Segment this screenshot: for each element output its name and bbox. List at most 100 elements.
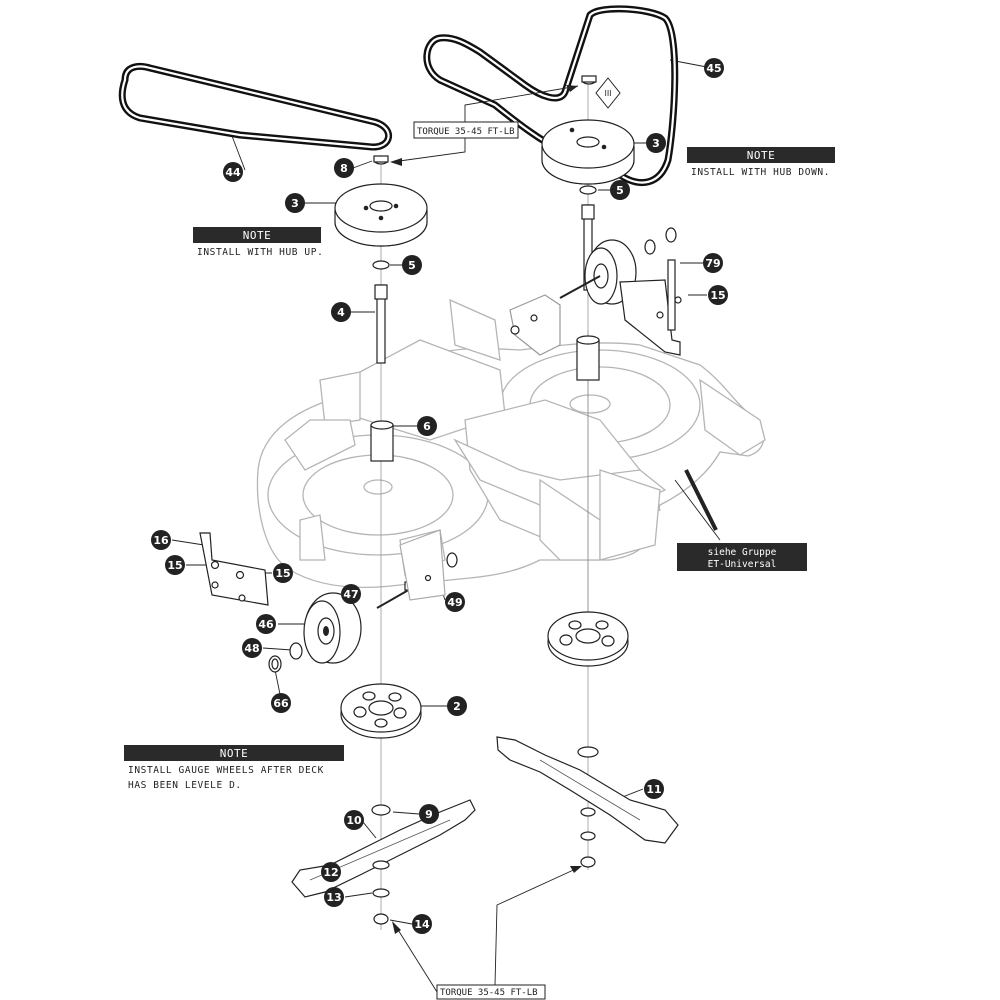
callout-5-right-label: 5 <box>616 184 624 197</box>
callout-2-label: 2 <box>453 700 461 713</box>
callout-44: 44 <box>223 162 243 182</box>
callout-14-label: 14 <box>414 918 430 931</box>
note-hub-up-text: INSTALL WITH HUB UP. <box>197 247 323 258</box>
callout-47-label: 47 <box>343 588 358 601</box>
spindle-shaft-right <box>581 204 595 291</box>
note-gauge-wheels: NOTE INSTALL GAUGE WHEELS AFTER DECK HAS… <box>124 745 344 791</box>
callout-4-label: 4 <box>337 306 345 319</box>
callout-15-left: 15 <box>165 555 185 575</box>
note-hub-down-heading: NOTE <box>747 149 776 162</box>
callout-6: 6 <box>417 416 437 436</box>
callout-46: 46 <box>256 614 276 634</box>
callout-10: 10 <box>344 810 364 830</box>
callout-3-right-label: 3 <box>652 137 660 150</box>
callout-15-upper: 15 <box>708 285 728 305</box>
callout-47: 47 <box>341 584 361 604</box>
note-gauge-line-1: INSTALL GAUGE WHEELS AFTER DECK <box>128 765 324 776</box>
callout-5-right: 5 <box>610 180 630 200</box>
hardware-right-stack <box>580 807 596 868</box>
bracket-16 <box>199 532 269 606</box>
callout-15-left-label: 15 <box>167 559 182 572</box>
callout-14: 14 <box>412 914 432 934</box>
washer-13 <box>372 888 390 898</box>
torque-text-top: TORQUE 35-45 FT-LB <box>417 127 515 137</box>
callout-5-left-label: 5 <box>408 259 416 272</box>
torque-label-bottom: TORQUE 35-45 FT-LB <box>392 866 582 1000</box>
callout-12-label: 12 <box>323 866 338 879</box>
bracket-49 <box>399 529 458 601</box>
callout-66: 66 <box>271 693 291 713</box>
callouts: 44 45 8 3 3 5 5 4 79 15 6 16 15 15 47 49… <box>151 58 728 934</box>
callout-13-label: 13 <box>326 891 341 904</box>
callout-9-label: 9 <box>425 808 433 821</box>
washer-12 <box>372 860 390 870</box>
callout-45: 45 <box>704 58 724 78</box>
note-hub-down-text: INSTALL WITH HUB DOWN. <box>691 167 830 178</box>
nut-right <box>581 75 597 85</box>
blade-11 <box>496 736 679 844</box>
mower-deck <box>256 298 766 588</box>
callout-5-left: 5 <box>402 255 422 275</box>
callout-6-label: 6 <box>423 420 431 433</box>
washer-5-left <box>372 260 390 270</box>
callout-48: 48 <box>242 638 262 658</box>
callout-44-label: 44 <box>225 166 241 179</box>
callout-46-label: 46 <box>258 618 274 631</box>
gauge-wheel-upper-right <box>559 227 677 305</box>
spindle-housing-right <box>576 335 600 381</box>
belt-44 <box>118 63 392 151</box>
gauge-wheel-46 <box>303 592 362 664</box>
callout-15-mid: 15 <box>273 563 293 583</box>
washer-right-upper <box>577 746 599 758</box>
callout-15-upper-label: 15 <box>710 289 725 302</box>
note-gauge-line-2: HAS BEEN LEVELE D. <box>128 780 242 791</box>
torque-text-bottom: TORQUE 35-45 FT-LB <box>440 988 538 998</box>
diamond-symbol-text: III <box>604 89 611 98</box>
nut-8 <box>373 155 389 165</box>
callout-12: 12 <box>321 862 341 882</box>
blade-adapter-2 <box>340 683 422 739</box>
callout-9: 9 <box>419 804 439 824</box>
callout-10-label: 10 <box>346 814 362 827</box>
callout-11: 11 <box>644 779 664 799</box>
callout-2: 2 <box>447 696 467 716</box>
blade-adapter-right <box>547 611 629 667</box>
callout-3-left: 3 <box>285 193 305 213</box>
callout-79-label: 79 <box>705 257 720 270</box>
callout-13: 13 <box>324 887 344 907</box>
callout-16-label: 16 <box>153 534 169 547</box>
callout-3-right: 3 <box>646 133 666 153</box>
callout-79: 79 <box>703 253 723 273</box>
spindle-shaft-left <box>374 284 388 364</box>
note-hub-down: NOTE INSTALL WITH HUB DOWN. <box>687 147 835 178</box>
callout-8: 8 <box>334 158 354 178</box>
callout-3-left-label: 3 <box>291 197 299 210</box>
callout-45-label: 45 <box>706 62 721 75</box>
note-gauge-heading: NOTE <box>220 747 249 760</box>
torque-label-top: TORQUE 35-45 FT-LB <box>390 85 579 166</box>
callout-49: 49 <box>445 592 465 612</box>
callout-15-mid-label: 15 <box>275 567 290 580</box>
callout-49-label: 49 <box>447 596 462 609</box>
callout-8-label: 8 <box>340 162 348 175</box>
callout-4: 4 <box>331 302 351 322</box>
callout-11-label: 11 <box>646 783 661 796</box>
washer-9 <box>371 804 391 816</box>
pulley-left <box>334 183 428 247</box>
callout-66-label: 66 <box>273 697 289 710</box>
bracket-upper-right <box>619 259 682 356</box>
note-hub-up: NOTE INSTALL WITH HUB UP. <box>193 227 323 258</box>
reference-line-2: ET-Universal <box>708 559 777 570</box>
callout-48-label: 48 <box>244 642 259 655</box>
washer-48 <box>289 642 303 660</box>
reference-box: siehe Gruppe ET-Universal <box>677 469 807 571</box>
washer-5-right <box>579 185 597 195</box>
reference-line-1: siehe Gruppe <box>708 547 777 558</box>
bolt-14 <box>373 913 389 925</box>
callout-16: 16 <box>151 530 171 550</box>
clip-66 <box>268 655 282 673</box>
spindle-housing-6 <box>370 420 394 462</box>
pulley-right <box>541 119 635 185</box>
